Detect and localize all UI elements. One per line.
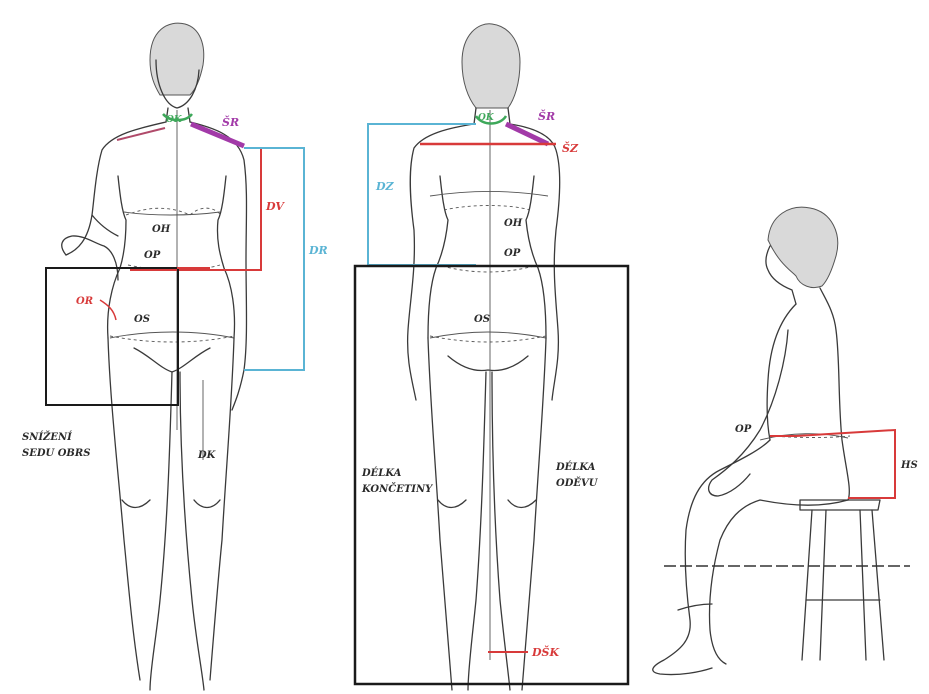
measurements-front-left <box>46 114 304 405</box>
label-oh-front: OH <box>152 224 171 235</box>
label-snizeni-sedu-obrs: SNÍŽENÍ SEDU OBRS <box>22 431 90 459</box>
label-snizeni-line2: SEDU OBRS <box>22 448 90 459</box>
measurements-seated-right <box>770 430 895 498</box>
label-op-front: OP <box>144 250 161 261</box>
label-snizeni-line1: SNÍŽENÍ <box>22 431 72 443</box>
label-dk: DK <box>197 450 217 461</box>
label-delka-odevu: DÉLKA ODĚVU <box>555 461 599 489</box>
label-or: OR <box>76 296 93 307</box>
label-dr: DR <box>308 244 328 257</box>
label-os-back: OS <box>474 314 490 325</box>
label-delka-odevu-line2: ODĚVU <box>556 477 599 489</box>
label-ok-front: OK <box>166 115 183 125</box>
label-dv: DV <box>265 200 285 213</box>
label-hs: HS <box>900 460 918 471</box>
label-delka-koncetiny: DÉLKA KONČETINY <box>361 467 433 495</box>
label-dsk: DŠK <box>531 645 559 659</box>
label-delka-koncetiny-line2: KONČETINY <box>361 483 433 495</box>
label-op-seated: OP <box>735 424 752 435</box>
label-ok-back: OK <box>478 113 495 123</box>
labels-figure-1: OK ŠR DV DR OH OP OR OS SNÍŽENÍ SEDU OBR… <box>22 115 328 461</box>
label-sr-front: ŠR <box>222 115 239 129</box>
label-sr-back: ŠR <box>538 109 555 123</box>
label-delka-odevu-line1: DÉLKA <box>555 461 596 473</box>
label-os-front: OS <box>134 314 150 325</box>
label-dz: DZ <box>375 180 395 193</box>
label-sz: ŠZ <box>562 141 579 155</box>
figure-seated-right <box>653 207 910 674</box>
label-oh-back: OH <box>504 218 523 229</box>
label-op-back: OP <box>504 248 521 259</box>
label-delka-koncetiny-line1: DÉLKA <box>361 467 402 479</box>
figure-front-left <box>62 23 247 690</box>
